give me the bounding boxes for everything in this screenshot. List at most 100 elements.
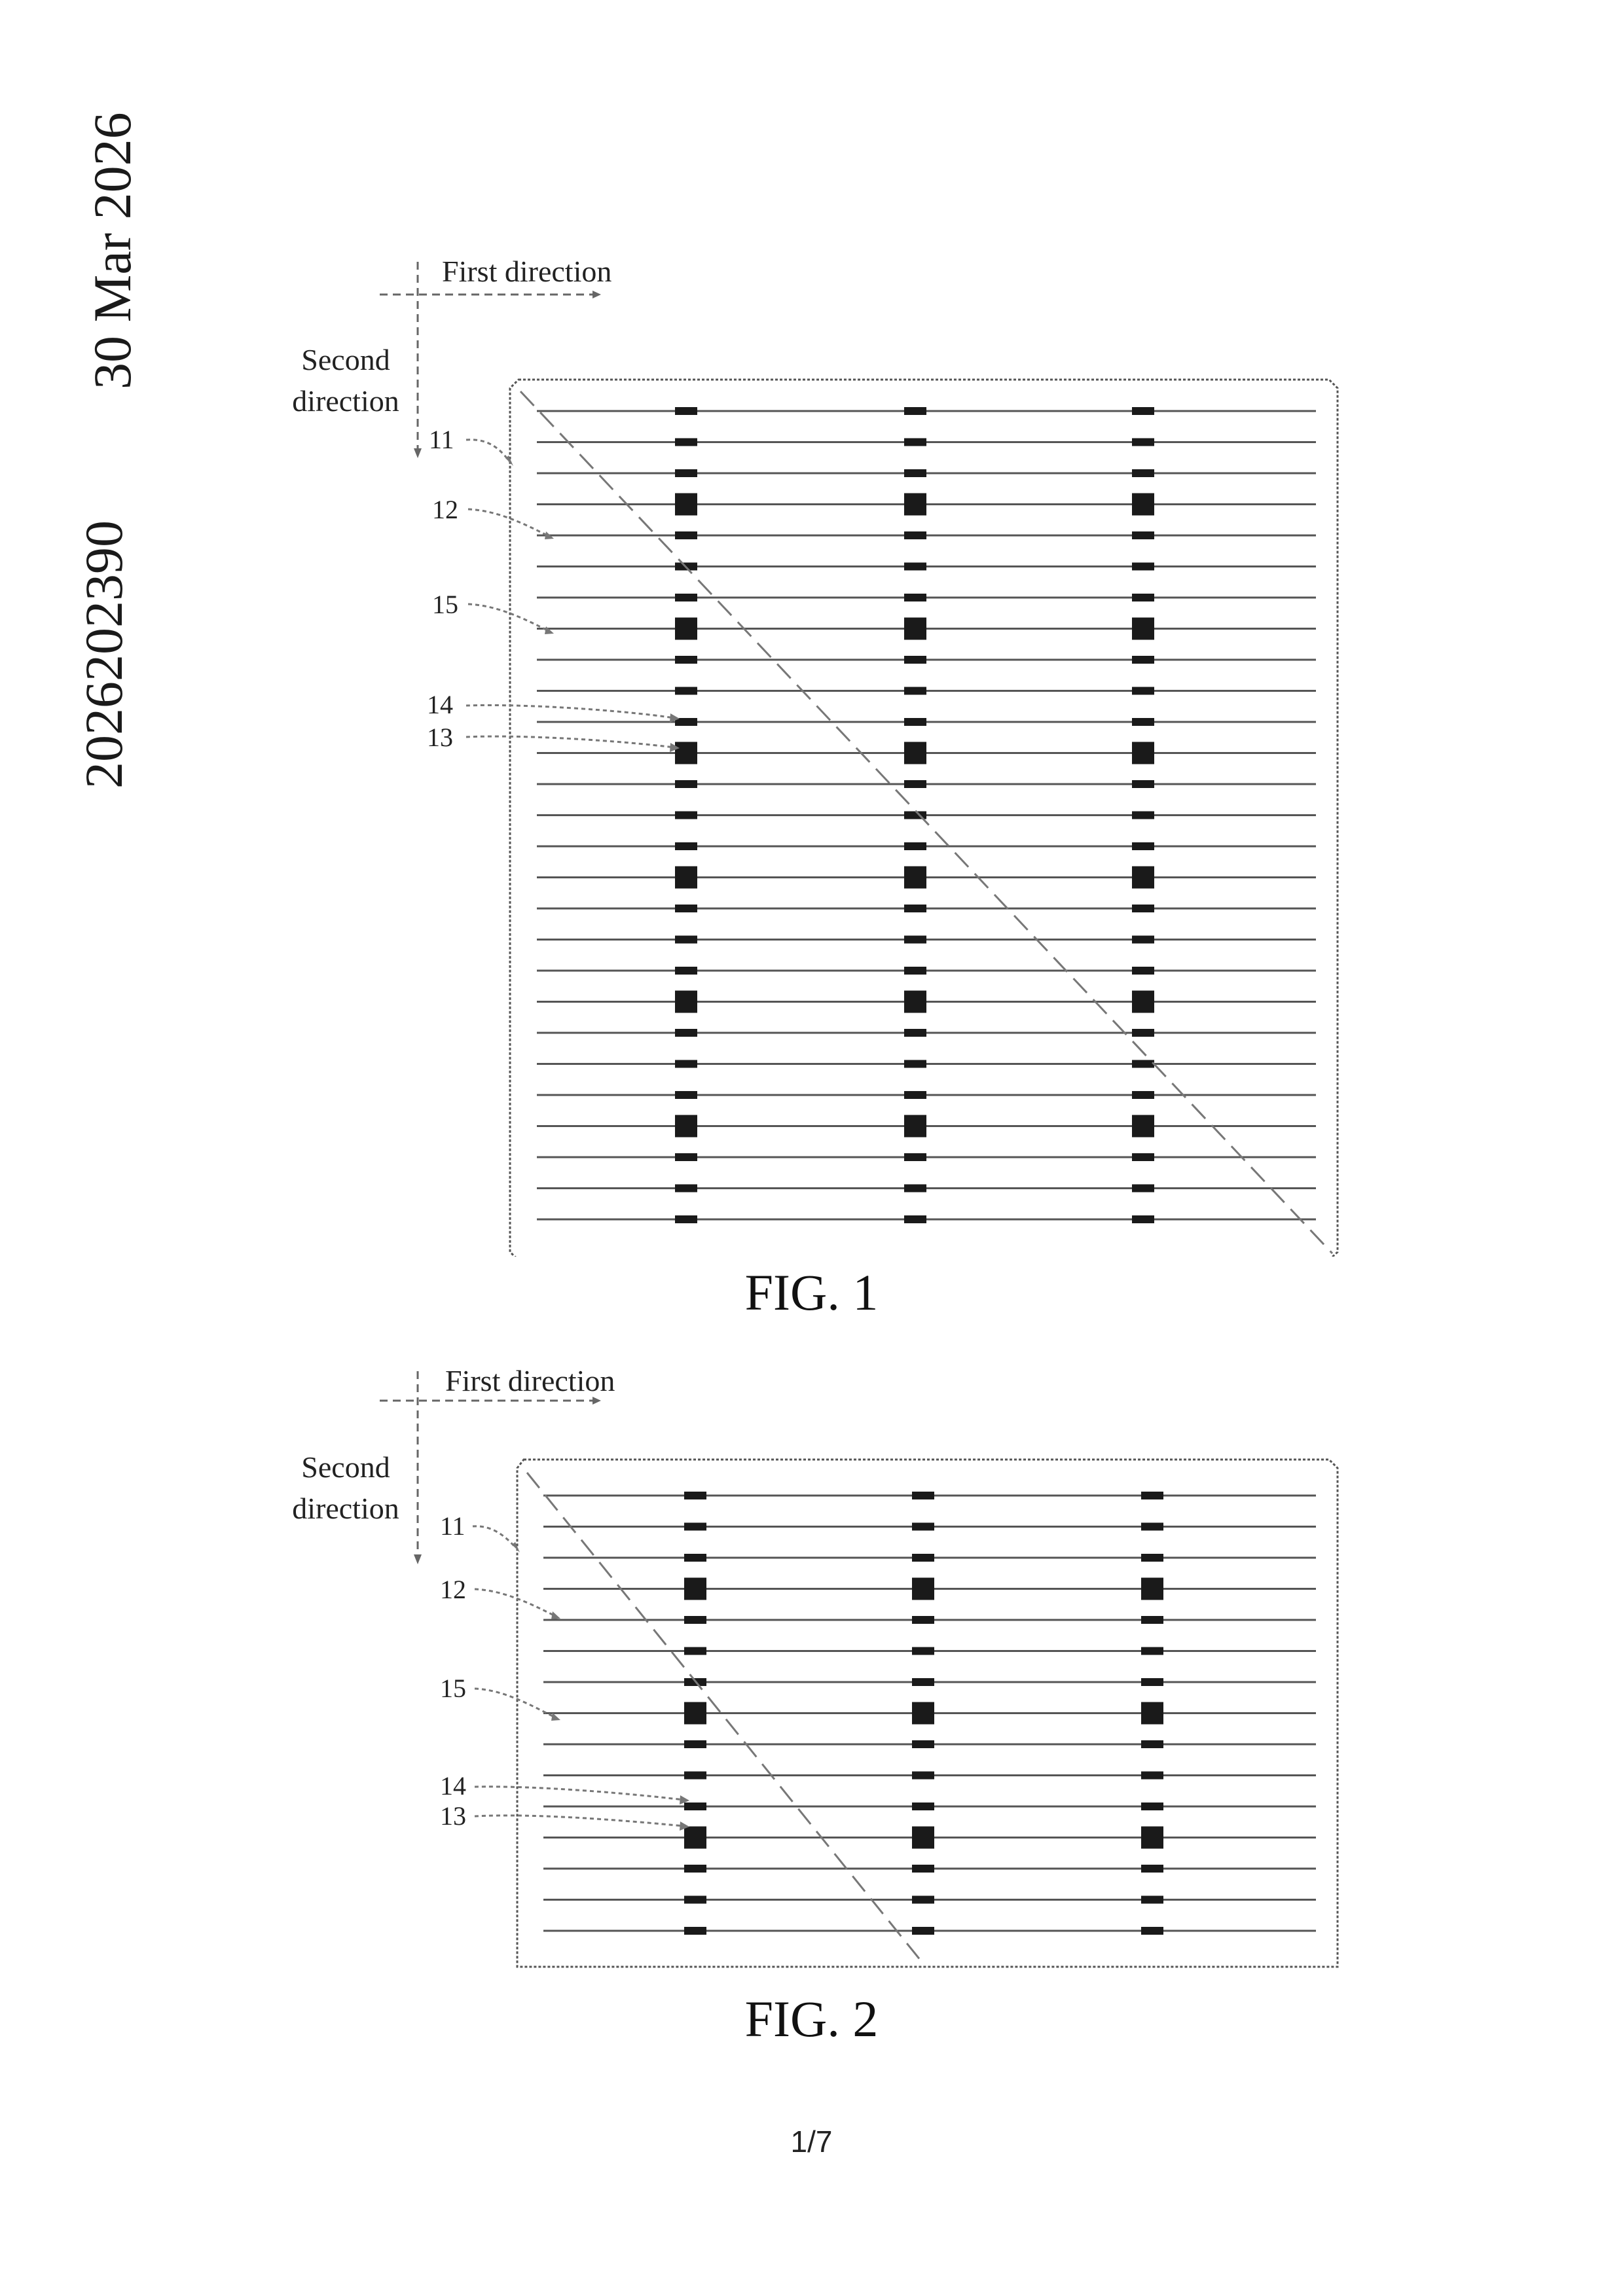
busbar-small-pad (904, 563, 926, 571)
busbar-small-pad (1132, 812, 1154, 819)
busbar-small-pad (1132, 1060, 1154, 1068)
busbar-large-pad (675, 991, 697, 1013)
busbar-small-pad (684, 1865, 706, 1873)
busbar-small-pad (1141, 1647, 1163, 1655)
busbar-large-pad (1132, 493, 1154, 516)
reference-label-15: 15 (440, 1674, 466, 1703)
busbar-small-pad (1132, 1185, 1154, 1193)
busbar-large-pad (675, 493, 697, 516)
busbar-small-pad (675, 936, 697, 944)
busbar-large-pad (904, 493, 926, 516)
busbar-large-pad (675, 742, 697, 764)
busbar-small-pad (904, 1060, 926, 1068)
busbar-small-pad (1132, 905, 1154, 912)
direction-indicator (380, 262, 601, 458)
busbar-small-pad (904, 718, 926, 726)
first-direction-arrowhead (593, 291, 601, 298)
busbar-small-pad (1141, 1927, 1163, 1935)
busbar-small-pad (904, 936, 926, 944)
reference-label-15: 15 (432, 590, 458, 619)
busbar-small-pad (1132, 439, 1154, 446)
direction-indicator (380, 1371, 601, 1564)
busbar-large-pad (912, 1578, 934, 1600)
busbar-small-pad (912, 1772, 934, 1780)
busbar-small-pad (684, 1927, 706, 1935)
busbar-small-pad (912, 1927, 934, 1935)
busbar-small-pad (904, 687, 926, 695)
busbar-large-pad (675, 618, 697, 640)
busbar-small-pad (675, 594, 697, 601)
busbar-small-pad (684, 1740, 706, 1748)
busbar-small-pad (904, 905, 926, 912)
busbar-small-pad (1141, 1492, 1163, 1499)
busbar-small-pad (675, 780, 697, 788)
busbar-large-pad (1132, 742, 1154, 764)
busbar-large-pad (912, 1702, 934, 1725)
page-number: 1/7 (0, 2124, 1623, 2159)
busbar-small-pad (675, 656, 697, 664)
busbar-small-pad (912, 1616, 934, 1624)
second-direction-label-line-1: Second (301, 1450, 390, 1484)
busbar-small-pad (904, 780, 926, 788)
busbar-small-pad (1132, 967, 1154, 975)
busbar-small-pad (675, 1060, 697, 1068)
second-direction-arrowhead (414, 448, 422, 458)
second-direction-label-line-2: direction (292, 1492, 399, 1525)
busbar-small-pad (1132, 563, 1154, 571)
busbar-large-pad (684, 1827, 706, 1849)
busbar-small-pad (675, 1029, 697, 1037)
reference-label-12: 12 (440, 1575, 466, 1604)
busbar-small-pad (675, 812, 697, 819)
busbar-small-pad (904, 1215, 926, 1223)
reference-label-14: 14 (440, 1771, 466, 1801)
busbar-small-pad (1132, 656, 1154, 664)
busbar-small-pad (675, 1091, 697, 1099)
busbar-small-pad (904, 656, 926, 664)
busbar-small-pad (684, 1772, 706, 1780)
reference-label-13: 13 (427, 723, 453, 752)
reference-label-14: 14 (427, 690, 453, 719)
busbar-large-pad (1141, 1827, 1163, 1849)
busbar-small-pad (912, 1678, 934, 1686)
busbar-large-pad (1141, 1578, 1163, 1600)
figure-2: First direction Second direction 11 12 1… (0, 1335, 1623, 2081)
busbar-large-pad (1132, 867, 1154, 889)
reference-arrowheads (512, 1542, 689, 1831)
busbar-large-pad (1132, 1115, 1154, 1138)
busbar-small-pad (675, 718, 697, 726)
busbar-small-pad (1132, 780, 1154, 788)
busbar-small-pad (904, 469, 926, 477)
figure-1-drawing: First direction Second direction 11 12 1… (0, 236, 1623, 1257)
second-direction-arrowhead (414, 1554, 422, 1564)
busbar-small-pad (675, 531, 697, 539)
busbar-small-pad (912, 1803, 934, 1810)
busbar-small-pad (1132, 469, 1154, 477)
busbar-small-pad (684, 1616, 706, 1624)
busbar-small-pad (904, 594, 926, 601)
reference-leaders (473, 1526, 684, 1826)
busbar-large-pad (684, 1578, 706, 1600)
busbar-small-pad (912, 1740, 934, 1748)
diagonal-dashed-line (527, 1473, 923, 1964)
busbar-small-pad (912, 1865, 934, 1873)
first-direction-arrowhead (593, 1397, 601, 1405)
busbar-small-pad (1132, 407, 1154, 415)
busbar-large-pad (675, 1115, 697, 1138)
busbar-large-pad (904, 618, 926, 640)
reference-arrowheads (505, 456, 680, 752)
busbar-small-pad (1132, 594, 1154, 601)
busbar-small-pad (1141, 1523, 1163, 1531)
busbar-small-pad (684, 1803, 706, 1810)
busbar-large-pad (1141, 1702, 1163, 1725)
busbar-small-pad (1132, 936, 1154, 944)
busbar-small-pad (675, 1153, 697, 1161)
busbar-small-pad (684, 1647, 706, 1655)
second-direction-label-line-2: direction (292, 384, 399, 418)
busbar-large-pad (904, 867, 926, 889)
busbar-large-pad (684, 1702, 706, 1725)
busbar-small-pad (675, 687, 697, 695)
busbar-small-pad (1132, 1153, 1154, 1161)
busbar-small-pad (675, 407, 697, 415)
busbar-small-pad (1141, 1616, 1163, 1624)
busbar-small-pad (912, 1492, 934, 1499)
